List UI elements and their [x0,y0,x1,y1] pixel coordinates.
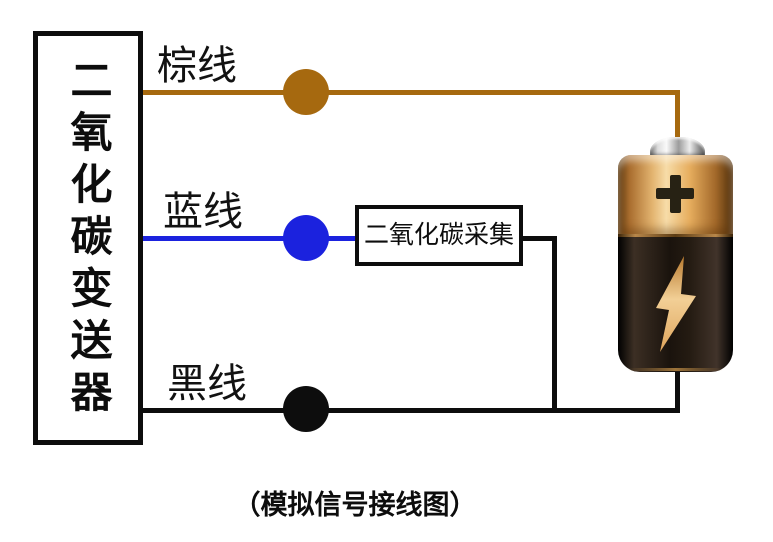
blue-junction-dot [283,215,329,261]
blue-wire-label: 蓝线 [163,189,243,234]
black-junction-dot [283,386,329,432]
battery-divider-line [618,234,733,237]
co2-transmitter-box: 二氧化碳变送器 [33,31,143,445]
co2-transmitter-label: 二氧化碳变送器 [65,58,112,422]
battery [618,155,733,372]
brown-wire-label: 棕线 [157,43,237,88]
brown-wire-horizontal [143,90,680,95]
black-wire-horizontal [143,408,680,413]
brown-wire-vertical [675,90,680,138]
battery-wire-vertical [675,370,680,413]
brown-junction-dot [283,69,329,115]
battery-plus-icon [618,155,733,234]
battery-terminal-cap [650,137,705,157]
co2-collector-box: 二氧化碳采集 [355,205,523,266]
collector-wire-horizontal [519,236,557,241]
collector-wire-vertical [552,236,557,413]
battery-bottom-rim [628,368,723,371]
lightning-bolt-icon [656,256,696,352]
blue-wire-horizontal [143,236,355,241]
black-wire-label: 黑线 [167,361,247,406]
co2-collector-label: 二氧化碳采集 [363,222,514,249]
diagram-caption: （模拟信号接线图） [233,490,477,520]
